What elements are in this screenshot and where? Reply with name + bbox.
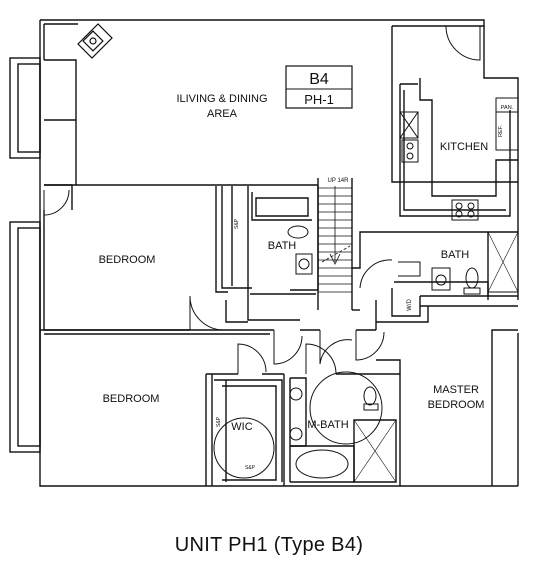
bedroom-lower-label: BEDROOM <box>103 393 160 405</box>
shelf-pole-label-1: S&P <box>234 218 240 229</box>
bathtub <box>295 449 349 479</box>
unit-code: B4 <box>309 71 329 88</box>
window-upper-left <box>9 57 41 159</box>
room-labels: ILIVING & DINING AREA KITCHEN BEDROOM BA… <box>99 93 489 433</box>
mbath-label: M-BATH <box>307 419 348 431</box>
bedroom-upper-label: BEDROOM <box>99 254 156 266</box>
plan-caption: UNIT PH1 (Type B4) <box>174 534 364 556</box>
fireplace <box>77 23 113 59</box>
unit-plan: PH-1 <box>304 92 334 107</box>
range <box>451 199 479 221</box>
shelf-pole-label-2: S&P <box>216 416 222 427</box>
bath-center-label: BATH <box>268 240 297 252</box>
master-label-line2: BEDROOM <box>428 399 485 411</box>
kitchen-label: KITCHEN <box>440 141 488 153</box>
bath-right-label: BATH <box>441 249 470 261</box>
stair-label: UP 14R <box>328 178 350 184</box>
wic-label: WIC <box>231 421 252 433</box>
living-label-line1: ILIVING & DINING <box>176 93 267 105</box>
master-label-line1: MASTER <box>433 384 479 396</box>
refrigerator-label: REF. <box>498 125 504 137</box>
fixture-labels: UP 14R PAN. REF. W/D S&P S&P S&P <box>216 105 514 471</box>
shelf-pole-label-3: S&P <box>245 465 256 471</box>
doors <box>43 25 481 375</box>
floor-plan: B4 PH-1 ILIVING & DINING AREA KITCHEN BE… <box>9 19 519 487</box>
pantry-label: PAN. <box>501 105 514 111</box>
sink <box>401 139 419 163</box>
window-lower-left <box>9 221 41 453</box>
kitchen-fixtures <box>399 97 519 221</box>
living-label-line2: AREA <box>207 108 238 120</box>
stair-treads <box>318 186 352 293</box>
unit-tag: B4 PH-1 <box>285 65 353 109</box>
walls <box>9 19 519 487</box>
washer-dryer-label: W/D <box>407 299 413 311</box>
bath-fixtures <box>213 225 519 479</box>
